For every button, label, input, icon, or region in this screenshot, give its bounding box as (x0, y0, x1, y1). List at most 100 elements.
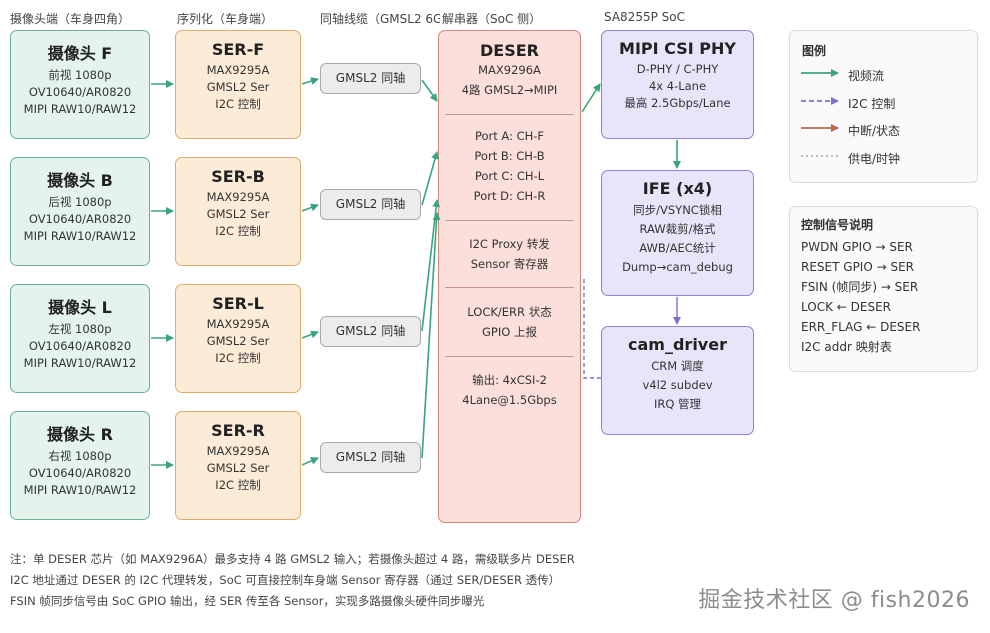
deser-status-section: LOCK/ERR 状态 GPIO 上报 (439, 302, 580, 342)
deser-status-line: GPIO 上报 (482, 325, 537, 339)
serializer-chip: MAX9295A (206, 444, 270, 458)
serializer-title: SER-B (211, 167, 265, 186)
deser-box: DESER MAX9296A 4路 GMSL2→MIPI Port A: CH-… (438, 30, 581, 523)
deser-chip: MAX9296A (478, 63, 541, 77)
camera-format: MIPI RAW10/RAW12 (23, 229, 137, 243)
deser-output-line: 输出: 4xCSI-2 (472, 373, 547, 387)
serializer-type: GMSL2 Ser (206, 207, 270, 221)
csi-phy-line: 4x 4-Lane (648, 79, 707, 93)
serializer-type: GMSL2 Ser (206, 334, 270, 348)
csi-phy-line: D-PHY / C-PHY (636, 62, 719, 76)
legend-label-video: 视频流 (848, 69, 885, 83)
control-signal-item: FSIN (帧同步) → SER (801, 280, 919, 294)
cam-driver-box: cam_driver CRM 调度 v4l2 subdev IRQ 管理 (601, 326, 754, 435)
serializer-box-l: SER-L MAX9295A GMSL2 Ser I2C 控制 (175, 284, 301, 393)
csi-phy-title: MIPI CSI PHY (619, 39, 736, 58)
ife-line: RAW裁剪/格式 (639, 222, 716, 236)
deser-output-section: 输出: 4xCSI-2 4Lane@1.5Gbps (439, 370, 580, 410)
footnote-line: I2C 地址通过 DESER 的 I2C 代理转发，SoC 可直接控制车身端 S… (10, 573, 561, 587)
deser-title: DESER (480, 41, 539, 60)
deser-port: Port C: CH-L (474, 169, 545, 183)
serializer-type: GMSL2 Ser (206, 80, 270, 94)
camera-view: 前视 1080p (48, 68, 112, 82)
deser-ports-section: Port A: CH-F Port B: CH-B Port C: CH-L P… (439, 126, 580, 206)
wire-cam-driver-i2c-to-deser (583, 278, 601, 379)
deser-divider (445, 287, 574, 288)
camera-format: MIPI RAW10/RAW12 (23, 356, 137, 370)
deser-divider (445, 114, 574, 115)
legend-title: 图例 (802, 44, 827, 58)
serializer-box-f: SER-F MAX9295A GMSL2 Ser I2C 控制 (175, 30, 301, 139)
coax-cable-f: GMSL2 同轴 (320, 63, 421, 94)
legend-label-i2c: I2C 控制 (848, 97, 896, 111)
camera-box-b: 摄像头 B 后视 1080p OV10640/AR0820 MIPI RAW10… (10, 157, 150, 266)
csi-phy-line: 最高 2.5Gbps/Lane (624, 96, 731, 110)
camera-title: 摄像头 R (47, 425, 113, 444)
serializer-title: SER-R (211, 421, 265, 440)
control-signals-title: 控制信号说明 (801, 218, 874, 232)
control-signal-item: RESET GPIO → SER (801, 260, 915, 274)
cam-driver-title: cam_driver (628, 335, 727, 354)
column-title-coax: 同轴线缆（GMSL2 6G） (320, 12, 455, 26)
wire-coax-l-to-deser (421, 199, 441, 332)
deser-status-line: LOCK/ERR 状态 (467, 305, 552, 319)
column-title-soc: SA8255P SoC (604, 10, 685, 24)
camera-view: 后视 1080p (48, 195, 112, 209)
serializer-chip: MAX9295A (206, 317, 270, 331)
camera-box-f: 摄像头 F 前视 1080p OV10640/AR0820 MIPI RAW10… (10, 30, 150, 139)
ife-line: Dump→cam_debug (622, 260, 733, 274)
wire-coax-r-to-deser (421, 212, 441, 459)
legend-panel: 图例 视频流 I2C 控制 中断/状态 供电/时钟 (789, 30, 978, 183)
camera-title: 摄像头 L (48, 298, 112, 317)
mipi-csi-phy-box: MIPI CSI PHY D-PHY / C-PHY 4x 4-Lane 最高 … (601, 30, 754, 139)
control-signal-item: LOCK ← DESER (801, 300, 891, 314)
ife-title: IFE (x4) (642, 179, 713, 198)
camera-title: 摄像头 B (47, 171, 113, 190)
column-title-cameras: 摄像头端（车身四角） (10, 12, 131, 26)
column-title-serializers: 序列化（车身端） (177, 12, 274, 26)
serializer-box-b: SER-B MAX9295A GMSL2 Ser I2C 控制 (175, 157, 301, 266)
serializer-box-r: SER-R MAX9295A GMSL2 Ser I2C 控制 (175, 411, 301, 520)
control-signal-item: I2C addr 映射表 (801, 340, 892, 354)
ife-line: 同步/VSYNC锁相 (633, 203, 722, 217)
deser-port: Port B: CH-B (474, 149, 545, 163)
control-signal-item: PWDN GPIO → SER (801, 240, 913, 254)
coax-cable-l: GMSL2 同轴 (320, 316, 421, 347)
camera-view: 右视 1080p (48, 449, 112, 463)
deser-divider (445, 356, 574, 357)
control-signal-item: ERR_FLAG ← DESER (801, 320, 921, 334)
deser-proxy-line: Sensor 寄存器 (470, 257, 549, 271)
deser-proxy-section: I2C Proxy 转发 Sensor 寄存器 (439, 234, 580, 274)
serializer-ctrl: I2C 控制 (215, 478, 261, 492)
footnotes: 注：单 DESER 芯片（如 MAX9296A）最多支持 4 路 GMSL2 输… (10, 549, 575, 612)
cam-driver-line: IRQ 管理 (653, 397, 702, 411)
camera-format: MIPI RAW10/RAW12 (23, 102, 137, 116)
serializer-chip: MAX9295A (206, 190, 270, 204)
serializer-title: SER-F (211, 40, 265, 59)
wire-ser-b-to-coax (301, 203, 319, 212)
wire-deser-to-csi-phy (581, 83, 601, 113)
deser-output-line: 4Lane@1.5Gbps (462, 393, 557, 407)
ife-box: IFE (x4) 同步/VSYNC锁相 RAW裁剪/格式 AWB/AEC统计 D… (601, 170, 754, 296)
coax-cable-b: GMSL2 同轴 (320, 189, 421, 220)
serializer-title: SER-L (212, 294, 264, 313)
camera-sensor: OV10640/AR0820 (28, 339, 132, 353)
wire-ser-r-to-coax (301, 457, 319, 466)
camera-sensor: OV10640/AR0820 (28, 466, 132, 480)
camera-title: 摄像头 F (47, 44, 113, 63)
watermark-text: 掘金技术社区 @ fish2026 (698, 588, 970, 613)
legend-label-power: 供电/时钟 (848, 152, 901, 166)
serializer-type: GMSL2 Ser (206, 461, 270, 475)
coax-cable-r: GMSL2 同轴 (320, 442, 421, 473)
wire-ser-f-to-coax (301, 77, 319, 85)
serializer-chip: MAX9295A (206, 63, 270, 77)
cam-driver-line: v4l2 subdev (642, 378, 713, 392)
camera-view: 左视 1080p (48, 322, 112, 336)
camera-box-l: 摄像头 L 左视 1080p OV10640/AR0820 MIPI RAW10… (10, 284, 150, 393)
cam-driver-line: CRM 调度 (651, 359, 704, 373)
serializer-ctrl: I2C 控制 (215, 224, 261, 238)
camera-box-r: 摄像头 R 右视 1080p OV10640/AR0820 MIPI RAW10… (10, 411, 150, 520)
control-signals-panel: 控制信号说明 PWDN GPIO → SER RESET GPIO → SER … (789, 206, 978, 372)
ife-line: AWB/AEC统计 (639, 241, 716, 255)
